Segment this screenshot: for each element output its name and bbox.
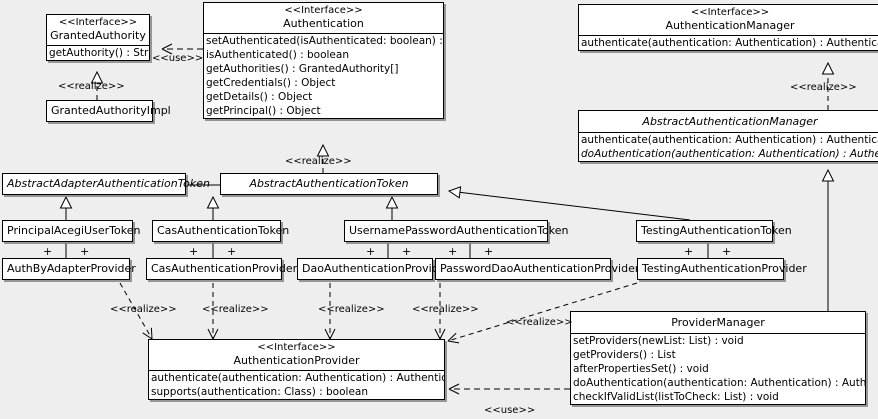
- class-header: <<Interface>> Authentication: [204, 3, 443, 34]
- class-authentication[interactable]: <<Interface>> Authentication setAuthenti…: [203, 2, 444, 119]
- class-name: CasAuthenticationProvider: [151, 262, 298, 275]
- class-header: <<Interface>> AuthenticationProvider: [149, 340, 444, 371]
- class-granted-authority[interactable]: <<Interface>> GrantedAuthority getAuthor…: [46, 14, 150, 61]
- class-provider-manager[interactable]: ProviderManager setProviders(newList: Li…: [570, 311, 866, 405]
- class-name: TestingAuthenticationProvider: [642, 262, 807, 275]
- operation: doAuthentication(authentication: Authent…: [573, 377, 865, 389]
- association-multiplicity: +: [722, 245, 732, 258]
- operation: getAuthorities() : GrantedAuthority[]: [206, 63, 399, 75]
- association-multiplicity: +: [43, 245, 53, 258]
- class-testing-authentication-token[interactable]: TestingAuthenticationToken: [636, 220, 792, 242]
- operations-compartment: authenticate(authentication: Authenticat…: [149, 371, 444, 399]
- class-principal-acegi-user-token[interactable]: PrincipalAcegiUserToken: [2, 220, 141, 242]
- operations-compartment: authenticate(authentication: Authenticat…: [579, 133, 878, 161]
- class-name: GrantedAuthority: [50, 29, 146, 42]
- edge-label-realize-passworddao: <<realize>>: [412, 304, 479, 315]
- operation: getProviders() : List: [573, 349, 676, 361]
- operation: authenticate(authentication: Authenticat…: [151, 372, 444, 384]
- edge-label-realize-abstractauthenticationmanager: <<realize>>: [790, 82, 857, 93]
- edge-label-realize-dao: <<realize>>: [318, 304, 385, 315]
- class-auth-by-adapter-provider[interactable]: AuthByAdapterProvider: [2, 258, 136, 280]
- operations-compartment: setAuthenticated(isAuthenticated: boolea…: [204, 34, 443, 118]
- class-name: AuthByAdapterProvider: [7, 262, 136, 275]
- class-name: CasAuthenticationToken: [157, 224, 290, 237]
- association-multiplicity: +: [80, 245, 90, 258]
- operation: isAuthenticated() : boolean: [206, 49, 349, 61]
- edge-label-realize-authbyadapter: <<realize>>: [110, 304, 177, 315]
- class-cas-authentication-provider[interactable]: CasAuthenticationProvider: [146, 258, 298, 280]
- class-name: AbstractAdapterAuthenticationToken: [7, 177, 210, 190]
- association-multiplicity: +: [684, 245, 694, 258]
- class-authentication-manager[interactable]: <<Interface>> AuthenticationManager auth…: [578, 4, 878, 51]
- operations-compartment: authenticate(authentication: Authenticat…: [579, 36, 878, 50]
- class-name: TestingAuthenticationToken: [641, 224, 792, 237]
- operation: setAuthenticated(isAuthenticated: boolea…: [206, 35, 443, 47]
- operation: getDetails() : Object: [206, 91, 313, 103]
- class-password-dao-authentication-provider[interactable]: PasswordDaoAuthenticationProvider: [435, 258, 640, 280]
- class-name: DaoAuthenticationProvider: [302, 262, 450, 275]
- class-username-password-authentication-token[interactable]: UsernamePasswordAuthenticationToken: [344, 220, 569, 242]
- class-name: UsernamePasswordAuthenticationToken: [349, 224, 569, 237]
- association-multiplicity: +: [402, 245, 412, 258]
- stereotype-label: <<Interface>>: [257, 342, 336, 353]
- class-name: AuthenticationManager: [665, 19, 795, 32]
- association-multiplicity: +: [227, 245, 237, 258]
- edge-label-realize-providermanager: <<realize>>: [506, 317, 573, 328]
- class-dao-authentication-provider[interactable]: DaoAuthenticationProvider: [297, 258, 450, 280]
- stereotype-label: <<Interface>>: [690, 7, 770, 18]
- class-abstract-authentication-manager[interactable]: AbstractAuthenticationManager authentica…: [578, 110, 878, 162]
- class-header: AbstractAuthenticationManager: [579, 111, 878, 133]
- association-multiplicity: +: [484, 245, 494, 258]
- operation: authenticate(authentication: Authenticat…: [581, 37, 878, 49]
- class-testing-authentication-provider[interactable]: TestingAuthenticationProvider: [637, 258, 807, 280]
- operation: getPrincipal() : Object: [206, 105, 321, 117]
- edge-label-use-grantedauthority: <<use>>: [152, 53, 204, 64]
- association-multiplicity: +: [366, 245, 376, 258]
- operation-abstract: doAuthentication(authentication: Authent…: [581, 148, 878, 160]
- stereotype-label: <<Interface>>: [284, 5, 363, 16]
- edge-label-realize-grantedauthorityimpl: <<realize>>: [58, 81, 125, 92]
- class-name: PrincipalAcegiUserToken: [7, 224, 141, 237]
- operation: afterPropertiesSet() : void: [573, 363, 709, 375]
- class-name: PasswordDaoAuthenticationProvider: [440, 262, 640, 275]
- class-header: <<Interface>> AuthenticationManager: [579, 5, 878, 36]
- class-granted-authority-impl[interactable]: GrantedAuthorityImpl: [46, 100, 171, 122]
- class-name: Authentication: [283, 17, 364, 30]
- operation: supports(authentication: Class) : boolea…: [151, 386, 368, 398]
- operation: getAuthority() : String: [49, 47, 149, 59]
- edge-label-realize-abstractauthenticationtoken: <<realize>>: [285, 156, 352, 167]
- edge-label-use-providermanager: <<use>>: [484, 405, 536, 416]
- class-authentication-provider[interactable]: <<Interface>> AuthenticationProvider aut…: [148, 339, 445, 400]
- class-header: <<Interface>> GrantedAuthority: [47, 15, 149, 46]
- class-abstract-adapter-authentication-token[interactable]: AbstractAdapterAuthenticationToken: [2, 173, 210, 195]
- class-name: ProviderManager: [671, 316, 765, 329]
- operation: authenticate(authentication: Authenticat…: [581, 134, 878, 146]
- class-name: AuthenticationProvider: [233, 354, 360, 367]
- operation: getCredentials() : Object: [206, 77, 336, 89]
- class-cas-authentication-token[interactable]: CasAuthenticationToken: [152, 220, 290, 242]
- stereotype-label: <<Interface>>: [58, 17, 138, 28]
- operation: setProviders(newList: List) : void: [573, 335, 744, 347]
- class-name: AbstractAuthenticationToken: [249, 177, 409, 190]
- operations-compartment: getAuthority() : String: [47, 46, 149, 60]
- operations-compartment: setProviders(newList: List) : void getPr…: [571, 334, 865, 404]
- association-multiplicity: +: [448, 245, 458, 258]
- class-header: ProviderManager: [571, 312, 865, 334]
- class-name: GrantedAuthorityImpl: [51, 104, 171, 117]
- association-multiplicity: +: [189, 245, 199, 258]
- class-name: AbstractAuthenticationManager: [642, 115, 818, 128]
- class-abstract-authentication-token[interactable]: AbstractAuthenticationToken: [220, 173, 438, 195]
- operation: checkIfValidList(listToCheck: List) : vo…: [573, 391, 779, 403]
- edge-label-realize-cas: <<realize>>: [202, 304, 269, 315]
